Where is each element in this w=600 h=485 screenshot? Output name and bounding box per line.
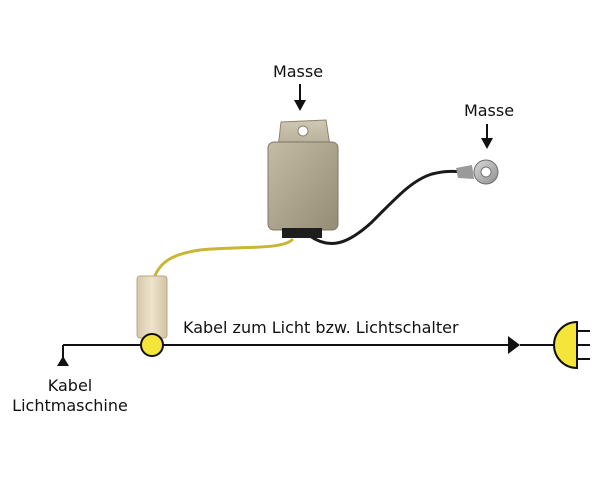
ring-terminal-icon — [456, 159, 499, 185]
regulator-module-icon — [267, 119, 339, 238]
alternator-cable-label-line1: Kabel — [48, 376, 92, 395]
yellow-wire — [152, 238, 294, 280]
black-wire — [308, 169, 464, 245]
ground-right-arrow-icon — [481, 124, 493, 149]
alternator-arrow-icon — [57, 356, 69, 366]
junction-dot-icon — [140, 333, 164, 357]
ground-right-label: Masse — [464, 101, 514, 120]
light-cable-arrow-icon — [508, 336, 520, 354]
ground-top-label: Masse — [273, 62, 323, 81]
alternator-cable-label-line2: Lichtmaschine — [12, 396, 128, 415]
light-cable-label: Kabel zum Licht bzw. Lichtschalter — [183, 318, 459, 337]
lamp-symbol-icon — [553, 320, 590, 370]
ground-top-arrow-icon — [294, 84, 306, 111]
crimp-connector-icon — [136, 275, 168, 339]
